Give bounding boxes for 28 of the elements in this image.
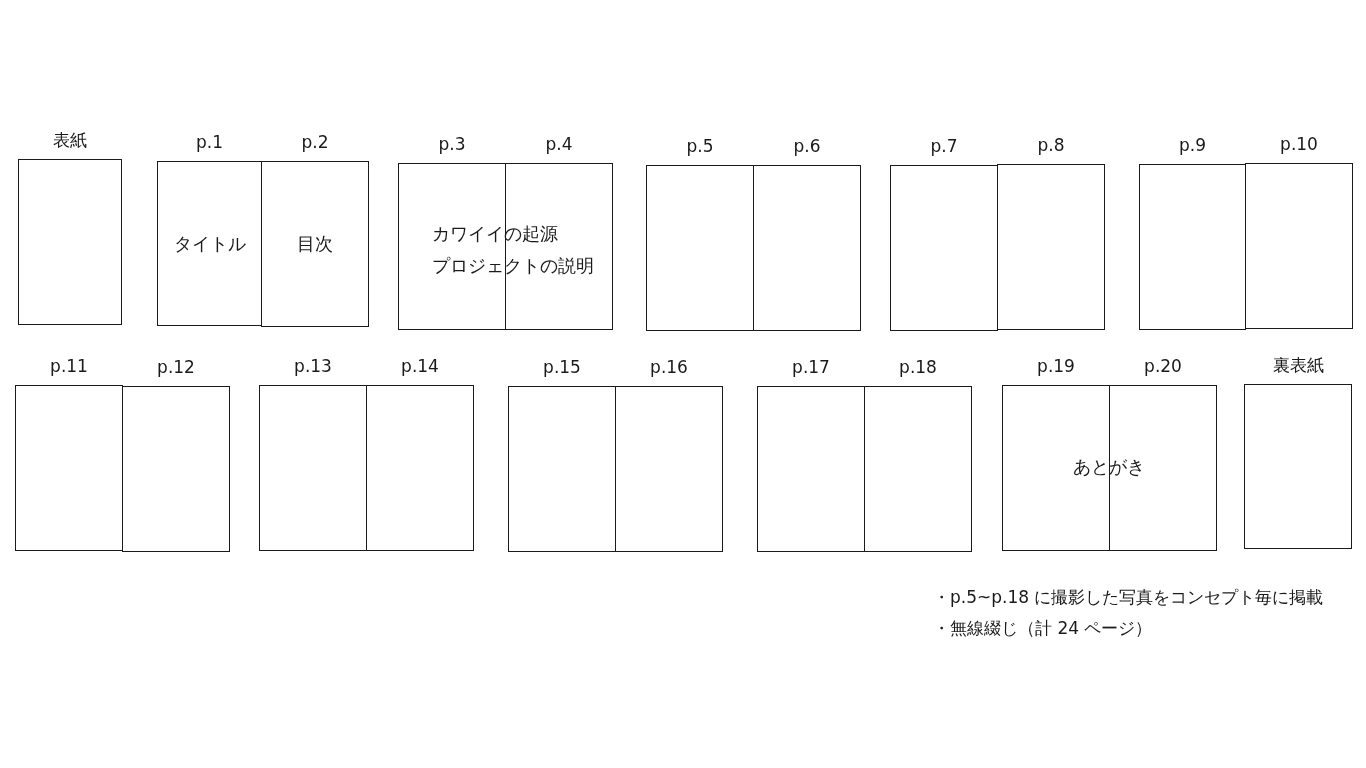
page-label: p.12: [157, 356, 195, 378]
page-label: p.8: [1037, 134, 1065, 156]
page-label: p.14: [401, 355, 439, 377]
page-label: p.5: [686, 135, 714, 157]
page-label: p.3: [438, 133, 466, 155]
note-text: ・無線綴じ（計 24 ページ）: [933, 617, 1153, 640]
page-label: 表紙: [53, 129, 87, 151]
page-title: 目次: [297, 232, 333, 256]
page-label: p.18: [899, 356, 937, 378]
page-label: p.11: [50, 355, 88, 377]
page-label: p.4: [545, 133, 573, 155]
page-label: p.16: [650, 356, 688, 378]
page-label: p.10: [1280, 133, 1318, 155]
page-label: p.9: [1179, 134, 1206, 156]
page-label: p.2: [301, 131, 329, 153]
page-title: タイトル: [173, 231, 246, 256]
page-label: p.1: [196, 131, 223, 153]
page-label: p.15: [543, 356, 581, 378]
page-label: p.13: [294, 355, 332, 377]
spread-text: あとがき: [1073, 455, 1145, 479]
page-label: p.17: [792, 356, 830, 378]
spread-text: プロジェクトの説明: [432, 254, 594, 278]
note-text: ・p.5~p.18 に撮影した写真をコンセプト毎に掲載: [933, 586, 1324, 609]
page-label: p.19: [1037, 355, 1075, 377]
page-label: p.7: [930, 135, 958, 157]
page-label: p.20: [1144, 355, 1182, 377]
page-label: p.6: [793, 135, 821, 157]
page-label: 裏表紙: [1272, 354, 1324, 376]
